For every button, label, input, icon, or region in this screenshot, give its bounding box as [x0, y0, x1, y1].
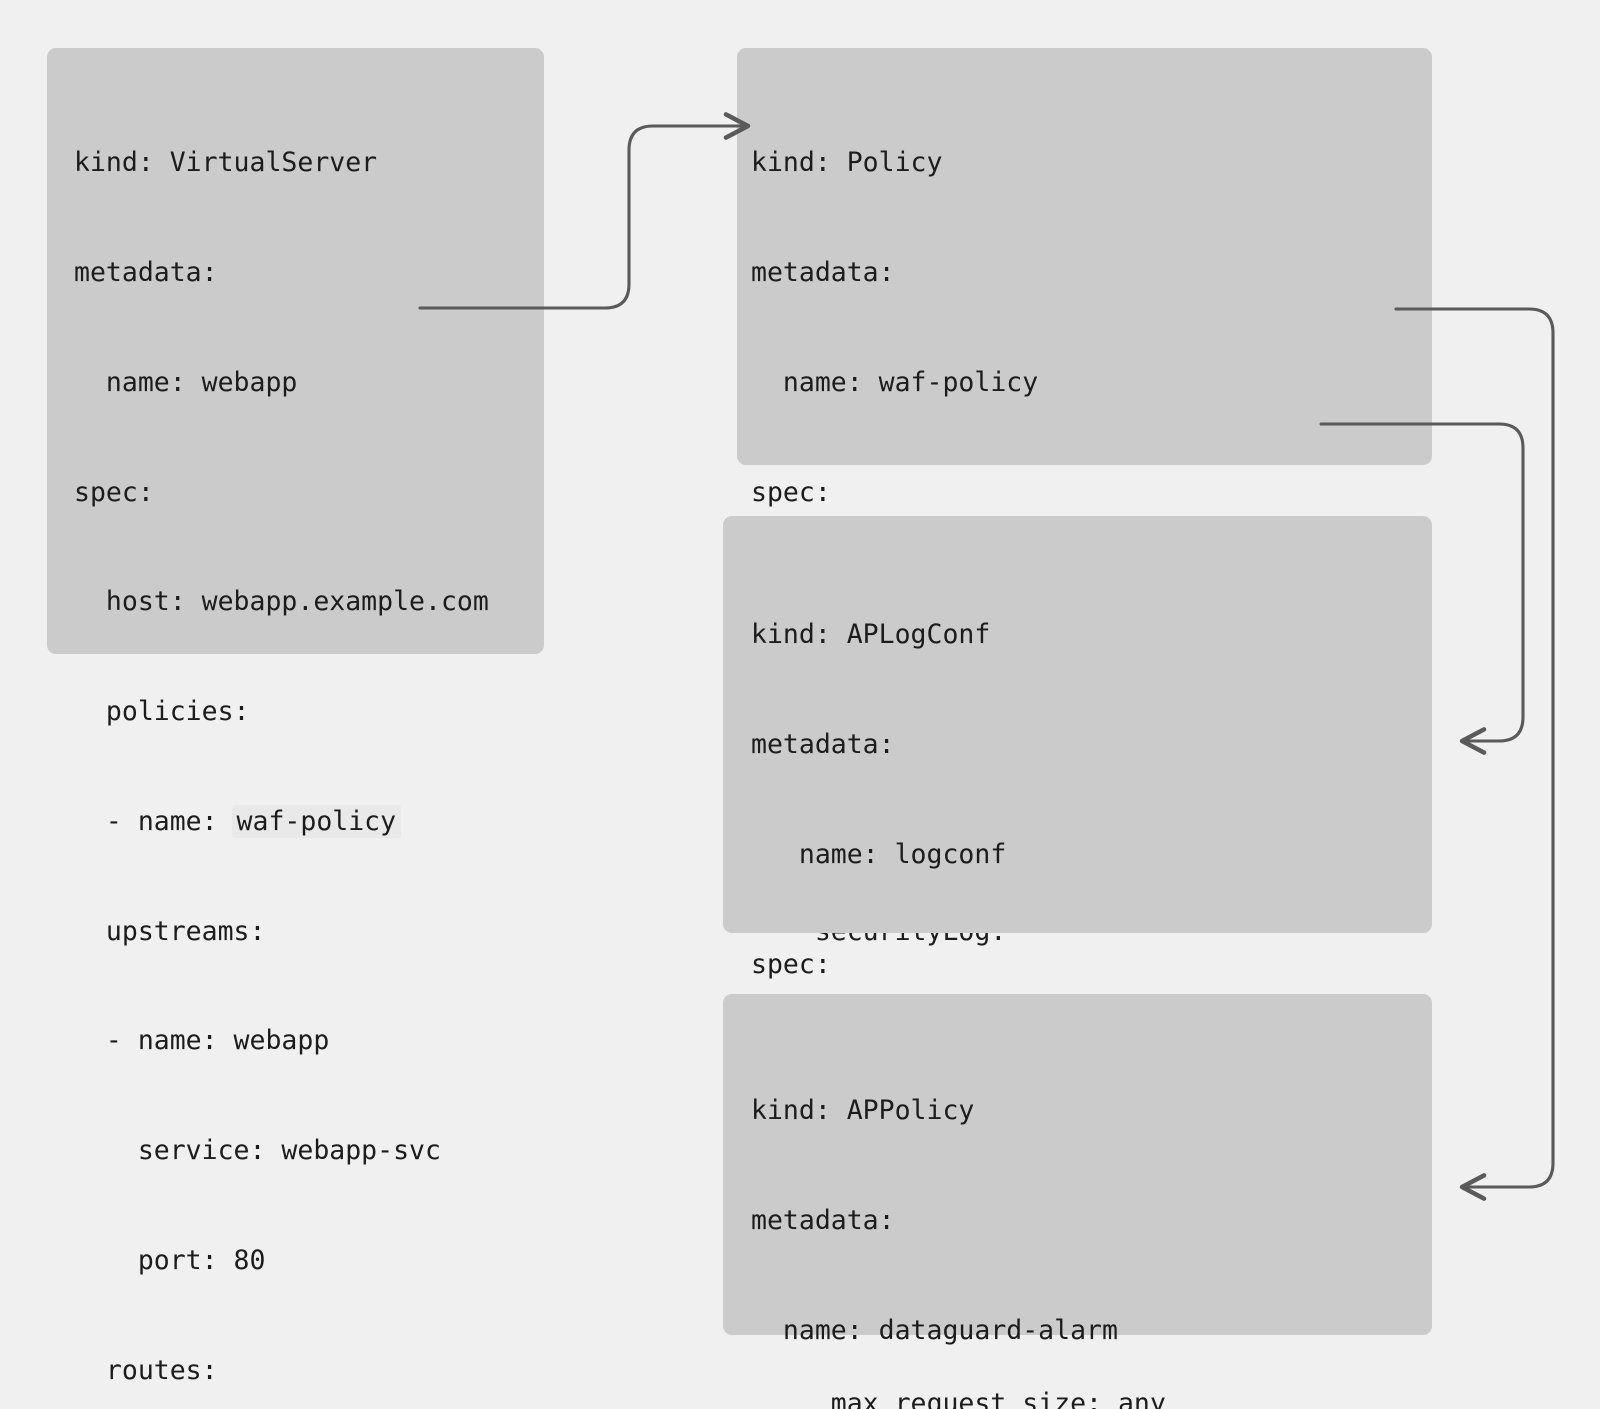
code-line: - name: webapp [74, 1025, 330, 1057]
code-line: metadata: [751, 256, 895, 288]
code-line: name: dataguard-alarm [751, 1314, 1118, 1346]
code-line: kind: Policy [751, 147, 943, 179]
highlight-chip-waf-policy[interactable]: waf-policy [231, 804, 402, 838]
code-line: kind: APLogConf [751, 619, 991, 651]
code-line: kind: APPolicy [751, 1095, 975, 1127]
card-virtualserver: kind: VirtualServer metadata: name: weba… [47, 48, 544, 1386]
code-line: name: logconf [751, 838, 1007, 870]
code-line: metadata: [74, 256, 218, 288]
code-line: service: webapp-svc [74, 1135, 441, 1167]
card-appolicy: kind: APPolicy metadata: name: dataguard… [723, 994, 1432, 1346]
code-line: name: waf-policy [751, 366, 1039, 398]
code-line: policies: [74, 696, 250, 728]
code-line: spec: [751, 948, 831, 980]
code-line: port: 80 [74, 1245, 266, 1276]
card-aplogconf: kind: APLogConf metadata: name: logconf … [723, 516, 1432, 1409]
card-policy: kind: Policy metadata: name: waf-policy … [737, 48, 1432, 1168]
code-line: upstreams: [74, 915, 266, 947]
code-line: host: webapp.example.com [74, 586, 489, 618]
appolicy-code-block: kind: APPolicy metadata: name: dataguard… [751, 1020, 1214, 1409]
code-line: routes: [74, 1354, 218, 1386]
code-line: spec: [751, 476, 831, 508]
code-line: name: webapp [74, 366, 298, 398]
code-line: metadata: [751, 728, 895, 760]
code-line: kind: VirtualServer [74, 147, 378, 179]
virtualserver-code-block: kind: VirtualServer metadata: name: weba… [74, 72, 489, 1409]
code-line-policy-ref: - name: waf-policy [74, 804, 489, 841]
code-line: max_request_size: any [751, 1387, 1166, 1409]
code-line: metadata: [751, 1204, 895, 1236]
code-line: spec: [74, 476, 154, 508]
